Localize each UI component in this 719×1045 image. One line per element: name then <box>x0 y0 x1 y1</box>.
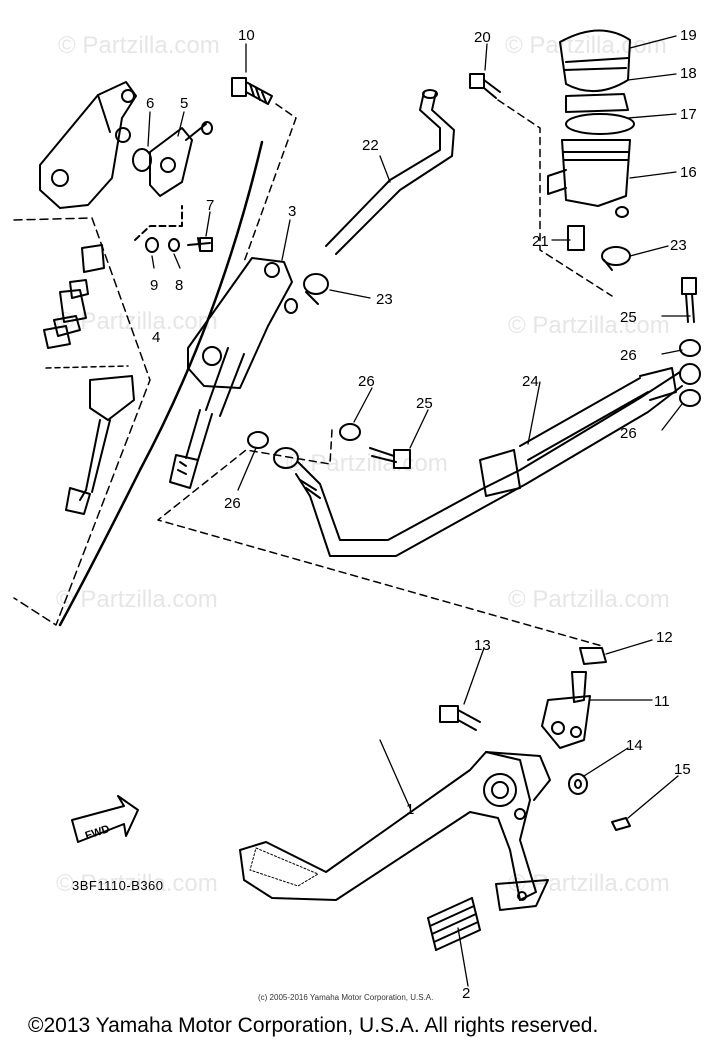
callout-23: 23 <box>670 237 687 254</box>
callout-7: 7 <box>206 197 214 214</box>
master-cylinder-body-top <box>39 81 137 209</box>
o-ring <box>132 148 152 172</box>
callout-6: 6 <box>146 95 154 112</box>
watermark: © Partzilla.com <box>508 586 670 613</box>
callout-11: 11 <box>654 693 670 710</box>
callout-26: 26 <box>620 347 637 364</box>
callout-20: 20 <box>474 29 491 46</box>
reservoir-diaphragm <box>565 93 629 113</box>
master-cylinder <box>169 257 298 489</box>
washer-9 <box>145 237 159 253</box>
reservoir-hose <box>325 89 455 255</box>
callout-15: 15 <box>674 761 691 778</box>
callout-5: 5 <box>180 95 188 112</box>
fwd-arrow <box>71 795 139 843</box>
callout-4: 4 <box>152 329 160 346</box>
callout-24: 24 <box>522 373 539 390</box>
clevis-11 <box>541 671 591 749</box>
reservoir-body <box>547 139 631 218</box>
fine-print: (c) 2005-2016 Yamaha Motor Corporation, … <box>258 993 434 1002</box>
bolt-10 <box>231 77 273 105</box>
callout-22: 22 <box>362 137 379 154</box>
clip-21 <box>567 225 585 251</box>
copyright-notice: ©2013 Yamaha Motor Corporation, U.S.A. A… <box>28 1014 599 1037</box>
callout-26: 26 <box>224 495 241 512</box>
reservoir-cap <box>559 29 631 93</box>
callout-18: 18 <box>680 65 697 82</box>
bolt-20 <box>469 73 501 99</box>
clamp-23-upper <box>601 246 631 271</box>
brake-pedal <box>239 751 551 911</box>
watermark: © Partzilla.com <box>286 450 448 477</box>
callout-8: 8 <box>175 277 183 294</box>
callout-9: 9 <box>150 277 158 294</box>
brake-hose <box>273 363 701 557</box>
clamp-23-center <box>303 273 329 305</box>
callout-21: 21 <box>532 233 549 250</box>
washer-26 <box>339 423 361 441</box>
washer-8 <box>168 238 180 252</box>
cotter-pin-15 <box>611 817 631 831</box>
fwd-label: FWD <box>84 823 112 842</box>
reservoir-plate <box>565 113 635 135</box>
banjo-bolt-25-upper <box>681 277 697 323</box>
nut-12 <box>579 647 607 665</box>
callout-12: 12 <box>656 629 673 646</box>
callout-23: 23 <box>376 291 393 308</box>
watermark: © Partzilla.com <box>56 308 218 335</box>
return-spring <box>427 897 481 951</box>
callout-26: 26 <box>358 373 375 390</box>
callout-13: 13 <box>474 637 491 654</box>
watermark: © Partzilla.com <box>508 312 670 339</box>
washer-26 <box>679 389 701 407</box>
callout-26: 26 <box>620 425 637 442</box>
washer-26 <box>679 339 701 357</box>
diagram-code: 3BF1110-B360 <box>72 878 164 893</box>
callout-16: 16 <box>680 164 697 181</box>
watermark: © Partzilla.com <box>58 32 220 59</box>
watermark: © Partzilla.com <box>56 870 218 897</box>
watermark: © Partzilla.com <box>56 586 218 613</box>
callout-17: 17 <box>680 106 697 123</box>
cover-plate <box>149 121 213 197</box>
callout-19: 19 <box>680 27 697 44</box>
callout-3: 3 <box>288 203 296 220</box>
piston-kit <box>13 217 151 626</box>
callout-1: 1 <box>406 801 414 818</box>
screw-7 <box>187 237 213 252</box>
callout-14: 14 <box>626 737 643 754</box>
callout-25: 25 <box>620 309 637 326</box>
washer-26 <box>247 431 269 449</box>
pin-13 <box>439 705 481 731</box>
callout-10: 10 <box>238 27 255 44</box>
callout-labels: 1 2 3 4 5 6 7 8 9 10 11 12 13 14 15 16 1… <box>84 27 697 1002</box>
banjo-bolt-25-lower <box>369 447 411 469</box>
callout-25: 25 <box>416 395 433 412</box>
callout-2: 2 <box>462 985 470 1002</box>
washer-14 <box>568 773 588 795</box>
